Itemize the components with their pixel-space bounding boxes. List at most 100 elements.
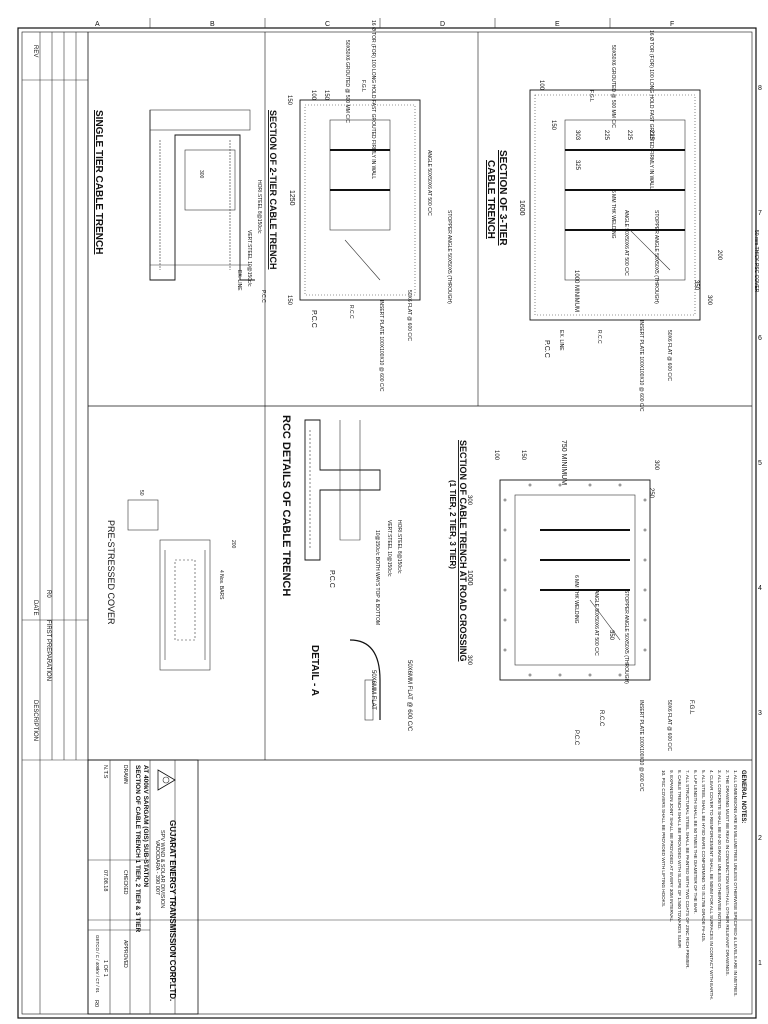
- drawing-label: 4. CLEAR COVER TO REINFORCEMENT SHALL BE…: [709, 770, 714, 1000]
- drawing-label: SECTION OF CABLE TRENCH 1 TIER, 2 TIER &…: [134, 765, 141, 933]
- drawing-label: 5: [758, 460, 762, 467]
- drawing-label: 303: [574, 130, 580, 141]
- drawing-label: 50 mm THICK PSC COVER: [753, 230, 759, 293]
- three-tier-section: SECTION OF 3-TIER CABLE TRENCH 100 150 3…: [485, 30, 759, 412]
- drawing-label: C: [325, 21, 330, 28]
- concrete-dots: [503, 483, 647, 677]
- panel-dividers: [88, 32, 752, 761]
- title-block: N.T.S 07.08.18 1 OF 1 R0 DRAWN CHECKED A…: [87, 759, 199, 1015]
- drawing-label: 4: [758, 585, 762, 592]
- drawing-label: 6. LAP LENGTH SHALL BE 50 TIMES THE DIAM…: [693, 770, 698, 914]
- grid-col-markers: 8 7 6 5 4 3 2 1: [758, 85, 762, 967]
- drawing-label: 750 MINIMUM: [560, 440, 567, 485]
- drawing-label: 50X6MM FLAT: [370, 670, 376, 710]
- drawing-label: ANGLE 50X50X6 AT 500 C/C: [426, 150, 432, 216]
- drawing-label: 50X50X6 GROUTED @ 500 MM C/C: [344, 40, 350, 123]
- drawing-label: INSERT PLATE 100X100X10 @ 600 C/C: [378, 300, 384, 392]
- drawing-label: STOPPER ANGLE 50X50X5 (THROUGH): [653, 210, 659, 304]
- drawing-label: 150: [286, 95, 292, 106]
- rcc-details: RCC DETAILS OF CABLE TRENCH HORI.STEEL 8…: [280, 415, 412, 732]
- drawing-label: 150: [286, 295, 292, 306]
- drawing-label: 2: [758, 835, 762, 842]
- road-crossing-section: SECTION OF CABLE TRENCH AT ROAD CROSSING…: [448, 440, 694, 792]
- drawing-label: 1250: [288, 190, 295, 206]
- drawing-label: E: [555, 21, 560, 28]
- two-tier-section: SECTION OF 2-TIER CABLE TRENCH 100 150 1…: [268, 20, 452, 392]
- drawing-label: 50: [138, 490, 144, 496]
- drawing-label: 300: [706, 295, 712, 306]
- drawing-label: 4 Nos. BARS: [218, 570, 224, 600]
- revision-table: DESCRIPTION DATE REV R0 FIRST PREPARATIO…: [22, 32, 89, 1014]
- drawing-label: EX. LINE: [558, 330, 564, 351]
- drawing-label: (1 TIER, 2 TIER, 3 TIER): [448, 480, 457, 569]
- drawing-label: SECTION OF 3-TIER: [497, 150, 508, 246]
- drawing-label: 100: [493, 450, 499, 461]
- drawing-label: 300: [198, 170, 204, 179]
- inner-border: [21, 31, 753, 1015]
- drawing-label: 225: [648, 130, 654, 141]
- drawing-label: VADODARA - 390 007: [154, 840, 160, 895]
- drawing-label: D: [440, 21, 445, 28]
- drawing-label: N.T.S: [102, 765, 108, 779]
- drawing-label: DRAWN: [122, 765, 128, 784]
- drawing-label: VERT.STEEL 10@150c/c: [386, 520, 392, 577]
- drawing-label: 1 OF 1: [102, 960, 108, 977]
- drawing-label: F.G.L: [688, 700, 694, 715]
- drawing-label: 3: [758, 710, 762, 717]
- drawing-label: 8: [758, 85, 762, 92]
- drawing-label: 8. CABLE TRENCH SHALL BE PROVIDED WITH S…: [677, 770, 682, 949]
- drawing-label: R0: [45, 590, 51, 598]
- drawing-label: DESCRIPTION: [32, 700, 38, 741]
- drawing-label: 9. EXPANSION JOINT SHALL BE PROVIDED AT …: [669, 770, 674, 922]
- drawing-label: APPROVED: [122, 940, 128, 968]
- drawing-label: ANGLE 50X50X6 AT 500 C/C: [593, 590, 599, 656]
- drawing-label: VERT.STEEL 10@150c/c: [246, 230, 252, 287]
- drawing-label: 50X50X6 GROUTED @ 500 MM C/C: [610, 45, 616, 128]
- drawing-label: INSERT PLATE 100X100X10 @ 600 C/C: [638, 700, 644, 792]
- drawing-label: ANGLE 50X50X6 AT 500 C/C: [623, 210, 629, 276]
- drawing-label: 1600: [518, 200, 525, 216]
- general-notes: GENERAL NOTES: 1. ALL DIMENSIONS ARE IN …: [88, 770, 752, 1000]
- drawing-label: GETCO / C / 400kV / CT / 01: [95, 935, 100, 993]
- drawing-label: 300: [466, 495, 472, 506]
- drawing-label: 2. THE DRAWING MUST BE READ IN CONJUNCTI…: [725, 770, 730, 976]
- drawing-label: 50X6 FLAT @ 600 C/C: [666, 700, 672, 751]
- drawing-label: DETAIL - A: [309, 645, 320, 696]
- drawing-label: RCC DETAILS OF CABLE TRENCH: [280, 415, 292, 596]
- drawing-label: 50X6 FLAT @ 600 C/C: [406, 290, 412, 341]
- drawing-label: EX. LINE: [236, 270, 242, 291]
- drawing-label: 1000: [466, 570, 473, 586]
- drawing-label: CHECKED: [122, 870, 128, 895]
- drawing-label: 1000 MINIMUM: [573, 270, 579, 312]
- drawing-label: 225: [603, 130, 609, 141]
- drawing-label: 10@150c/c BOTH WAYS TOP & BOTTOM: [374, 530, 380, 625]
- drawing-label: R.C.C: [596, 330, 602, 344]
- drawing-label: SPV WIND & SOLAR DIVISION: [159, 830, 165, 908]
- drawing-label: R0: [93, 1000, 99, 1007]
- drawing-label: FIRST PREPARATION: [45, 620, 51, 681]
- drawing-label: 100: [538, 80, 544, 91]
- drawing-label: F.G.L: [588, 90, 594, 102]
- drawing-label: STOPPER ANGLE 50X50X5 (THROUGH): [623, 590, 629, 684]
- drawing-label: P.C.C: [328, 570, 335, 588]
- drawing-label: P.C.C: [543, 340, 550, 358]
- drawing-label: 6 MM THK WELDING: [573, 575, 579, 624]
- drawing-label: 225: [626, 130, 632, 141]
- drawing-label: REV: [32, 45, 38, 57]
- drawing-label: SECTION OF 2-TIER CABLE TRENCH: [268, 110, 278, 270]
- drawing-label: F.G.L: [360, 80, 366, 92]
- drawing-label: 1: [758, 960, 762, 967]
- drawing-label: INSERT PLATE 100X100X10 @ 600 C/C: [638, 320, 644, 412]
- drawing-label: P.C.C: [573, 730, 579, 746]
- pre-stressed-cover: PRE-STRESSED COVER 50 4 Nos. BARS 200: [106, 490, 236, 671]
- drawing-label: STOPPER ANGLE 50X50X5 (THROUGH): [446, 210, 452, 304]
- drawing-label: HORI.STEEL 8@150c/c: [396, 520, 402, 574]
- drawing-label: 3. ALL CONCRETE SHALL BE M-20 GRADE UNLE…: [717, 770, 722, 930]
- drawing-label: AT 400kV SARGAM (GIS) SUB-STATION: [142, 765, 149, 887]
- drawing-label: 350: [693, 280, 699, 291]
- drawing-label: 16 Ø TOR (FOR) 100 LONG HOLD FAST GROUTE…: [370, 20, 376, 179]
- drawing-label: 50X6 FLAT @ 600 C/C: [666, 330, 672, 381]
- drawing-label: R.C.C: [348, 305, 354, 319]
- drawing-label: HORI.STEEL 8@150c/c: [256, 180, 262, 234]
